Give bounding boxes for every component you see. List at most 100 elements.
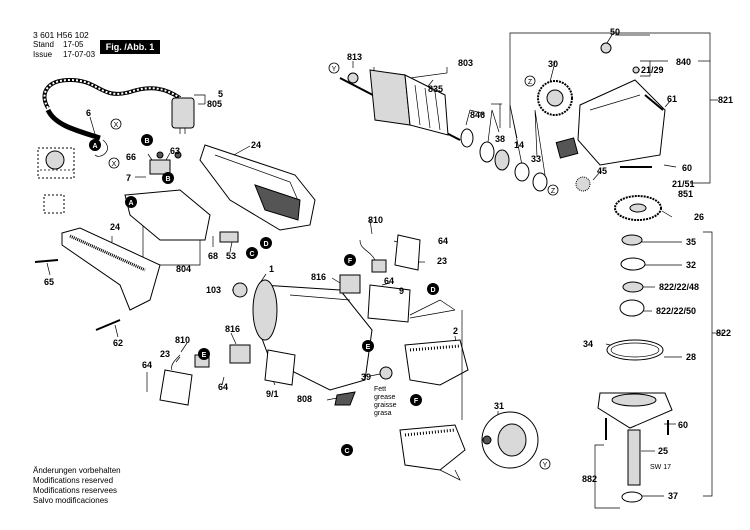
- part-label-805: 805: [207, 99, 222, 109]
- svg-text:X: X: [114, 122, 119, 129]
- part-label-39: 39: [361, 372, 371, 382]
- part-label-45: 45: [597, 166, 607, 176]
- part-label-808: 808: [297, 394, 312, 404]
- part-label-23-left: 23: [160, 349, 170, 359]
- part-label-35: 35: [686, 237, 696, 247]
- part-label-882: 882: [582, 474, 597, 484]
- connector-badges: A A B B C C D D E E F F X X Y Y Z Z: [89, 62, 559, 470]
- svg-text:Y: Y: [543, 462, 548, 469]
- part-number-labels: 5 805 6 66 63 7 24 24 804 68 53 65 62 81…: [44, 27, 733, 501]
- motor-housing: [232, 279, 373, 391]
- connector-y-bottom: Y: [539, 458, 551, 470]
- part-label-835: 835: [428, 84, 443, 94]
- part-label-50: 50: [610, 27, 620, 37]
- bearings-row: [460, 128, 548, 192]
- connector-f-top: F: [344, 254, 356, 266]
- connector-a-upper: A: [125, 196, 137, 208]
- stand-value: 17-05: [63, 40, 84, 49]
- footer-line-de: Änderungen vorbehalten: [33, 466, 121, 475]
- svg-text:C: C: [344, 448, 349, 455]
- cover-plates: [334, 299, 469, 481]
- plug: [171, 97, 195, 129]
- armature: [339, 69, 461, 141]
- connector-x-top: X: [110, 118, 122, 130]
- part-label-63: 63: [170, 146, 180, 156]
- part-label-26: 26: [694, 212, 704, 222]
- svg-text:Y: Y: [332, 66, 337, 73]
- part-label-25: 25: [658, 446, 668, 456]
- part-label-66: 66: [126, 152, 136, 162]
- document-number: 3 601 H56 102: [33, 30, 89, 40]
- part-label-2: 2: [453, 326, 458, 336]
- grease-de: Fett: [374, 386, 386, 393]
- auxiliary-handle: [34, 227, 161, 331]
- part-label-64-b: 64: [384, 276, 394, 286]
- handle-housing-upper: [199, 144, 316, 231]
- part-label-37: 37: [668, 491, 678, 501]
- connector-b-upper: B: [141, 134, 153, 146]
- svg-text:F: F: [348, 258, 353, 265]
- spindle-stack: [575, 176, 673, 503]
- wrench-size-label: SW 17: [650, 464, 671, 471]
- gear-head: [537, 42, 666, 168]
- part-label-30: 30: [548, 59, 558, 69]
- svg-text:D: D: [263, 241, 268, 248]
- part-label-64-a: 64: [438, 236, 448, 246]
- connector-d-left: D: [260, 237, 272, 249]
- svg-text:Z: Z: [551, 188, 556, 195]
- bearing-flange: [481, 411, 539, 469]
- part-label-9-1: 9/1: [266, 389, 279, 399]
- stand-row: Stand 17-05: [33, 40, 95, 50]
- svg-text:A: A: [128, 200, 133, 207]
- part-label-31: 31: [494, 401, 504, 411]
- part-label-810-left: 810: [175, 335, 190, 345]
- svg-text:E: E: [366, 344, 371, 351]
- part-label-1: 1: [269, 264, 274, 274]
- brush-holders: [159, 234, 421, 406]
- part-label-821: 821: [718, 95, 733, 105]
- part-label-803: 803: [458, 58, 473, 68]
- part-label-103: 103: [206, 285, 221, 295]
- cable-assembly: [42, 77, 195, 157]
- part-label-68: 68: [208, 251, 218, 261]
- part-label-24-left: 24: [110, 222, 120, 232]
- svg-text:E: E: [202, 352, 207, 359]
- connector-e-right: E: [362, 340, 374, 352]
- figure-label: Fig. /Abb. 1: [100, 40, 160, 54]
- part-label-5: 5: [218, 89, 223, 99]
- part-label-64-c: 64: [142, 360, 152, 370]
- part-label-23-right: 23: [437, 256, 447, 266]
- part-label-822-22-48: 822/22/48: [659, 282, 699, 292]
- part-label-851: 851: [678, 189, 693, 199]
- part-label-816-left: 816: [225, 324, 240, 334]
- part-label-840: 840: [676, 57, 691, 67]
- part-label-60-bottom: 60: [678, 420, 688, 430]
- grease-en: grease: [374, 394, 396, 401]
- part-label-64-d: 64: [218, 382, 228, 392]
- part-label-822-22-50: 822/22/50: [656, 306, 696, 316]
- connector-c-left: C: [246, 247, 258, 259]
- footer-notes: Änderungen vorbehalten Modifications res…: [33, 466, 121, 506]
- part-label-38: 38: [495, 134, 505, 144]
- grease-fr: graisse: [374, 402, 397, 409]
- connector-b-lower: B: [162, 172, 174, 184]
- footer-line-en: Modifications reserved: [33, 476, 114, 485]
- connector-e-left: E: [198, 348, 210, 360]
- part-label-33: 33: [531, 154, 541, 164]
- part-label-822: 822: [716, 328, 731, 338]
- part-label-21-51: 21/51: [672, 179, 695, 189]
- part-label-32: 32: [686, 260, 696, 270]
- connector-x-bottom: X: [108, 157, 120, 169]
- part-label-846: 846: [470, 110, 485, 120]
- part-label-7: 7: [126, 173, 131, 183]
- part-label-62: 62: [113, 338, 123, 348]
- footer-line-fr: Modifications reservees: [33, 486, 118, 495]
- stand-label: Stand: [33, 40, 54, 49]
- issue-label: Issue: [33, 50, 53, 59]
- connector-z-left: Z: [524, 75, 536, 87]
- part-label-28: 28: [686, 352, 696, 362]
- svg-text:B: B: [165, 176, 170, 183]
